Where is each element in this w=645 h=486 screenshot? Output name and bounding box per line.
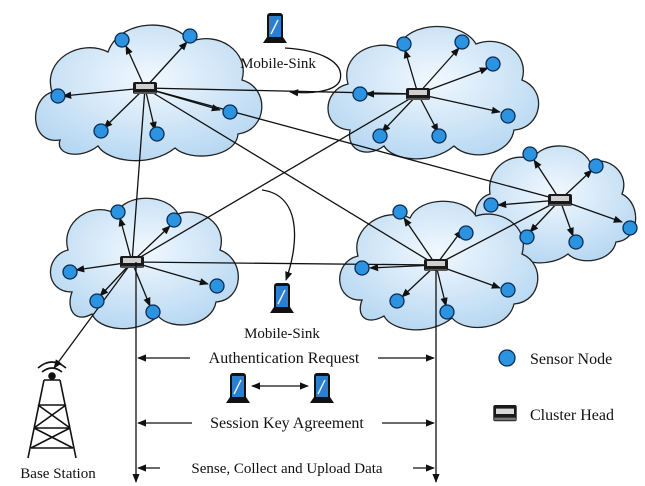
mobile-sink-mid-icon [269, 282, 295, 314]
legend-cluster-head-label: Cluster Head [530, 407, 614, 424]
base-station-label: Base Station [20, 466, 96, 482]
auth-request-label: Authentication Request [209, 350, 360, 367]
sink-path-mid [261, 189, 296, 281]
legend-sensor-node-icon [498, 349, 516, 367]
inter-cluster-links [53, 87, 561, 369]
sense-collect-label: Sense, Collect and Upload Data [191, 461, 383, 477]
mobile-sink-mid-label: Mobile-Sink [244, 326, 320, 342]
session-sink-b-icon [309, 372, 335, 404]
session-sink-a-icon [225, 372, 251, 404]
legend-cluster-head-icon [493, 405, 517, 422]
mobile-sink-top-label: Mobile-Sink [240, 56, 316, 72]
mobile-sink-top-icon [262, 12, 288, 44]
legend-sensor-node-label: Sensor Node [530, 351, 612, 368]
sensor-nodes [50, 28, 638, 320]
session-key-label: Session Key Agreement [210, 415, 364, 432]
base-station-tower-icon [27, 361, 77, 459]
cloud-cluster-4 [49, 197, 239, 330]
sink-path-top [284, 47, 342, 97]
